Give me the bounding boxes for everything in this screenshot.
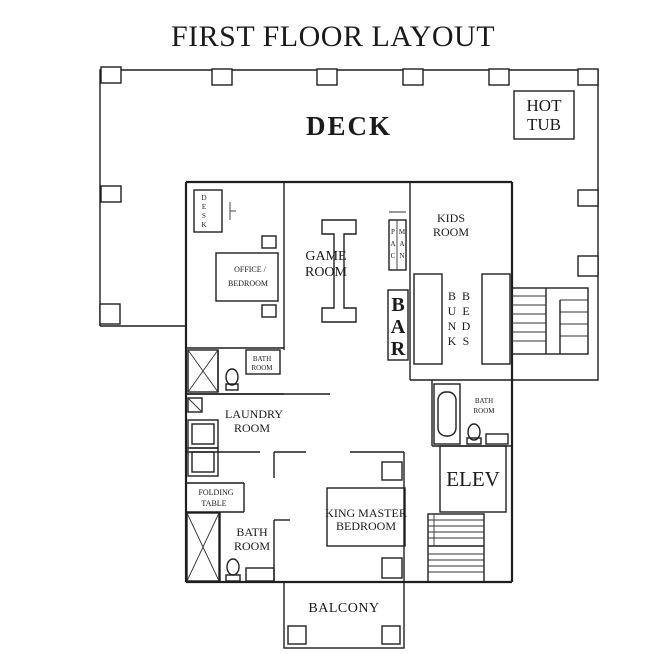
nightstand bbox=[381, 461, 403, 481]
kids-room: KIDS ROOM B U N K B E D S bbox=[413, 211, 511, 365]
bunk-bed bbox=[481, 273, 511, 365]
balcony-post bbox=[287, 625, 307, 645]
game-room-label: GAME bbox=[305, 249, 346, 264]
deck-label: DECK bbox=[306, 111, 392, 141]
desk-letter: K bbox=[201, 221, 206, 229]
toilet bbox=[467, 423, 481, 441]
folding-label: TABLE bbox=[201, 499, 226, 508]
elevator-label: ELEV bbox=[446, 467, 500, 491]
bar bbox=[387, 289, 409, 361]
deck-post bbox=[577, 68, 599, 86]
right-bath: BATH ROOM bbox=[433, 383, 509, 445]
deck-post bbox=[211, 68, 233, 86]
folding-table: FOLDING TABLE bbox=[198, 488, 233, 508]
sofa bbox=[321, 219, 357, 323]
beds-letter: E bbox=[462, 304, 469, 318]
toilet bbox=[226, 558, 240, 576]
office-label: OFFICE / bbox=[234, 265, 267, 274]
bunk-letter: U bbox=[448, 304, 457, 318]
hot-tub-label: HOT bbox=[527, 96, 563, 115]
vanity bbox=[245, 349, 281, 375]
bath-label: ROOM bbox=[234, 539, 270, 553]
bunk-letter: B bbox=[448, 289, 456, 303]
bunk-letter: K bbox=[448, 334, 457, 348]
kids-room-label: KIDS bbox=[437, 211, 465, 225]
folding-label: FOLDING bbox=[198, 488, 233, 497]
pacman-letter: A bbox=[390, 240, 395, 248]
elevator: ELEV bbox=[439, 445, 507, 513]
shower bbox=[186, 512, 220, 582]
upper-bath: BATH ROOM bbox=[187, 349, 281, 393]
king-label: BEDROOM bbox=[336, 519, 396, 533]
kids-room-label: ROOM bbox=[433, 225, 469, 239]
deck-post bbox=[577, 189, 599, 207]
nightstand bbox=[261, 235, 277, 249]
bath-label: BATH bbox=[475, 397, 493, 405]
bar-letter: A bbox=[391, 316, 406, 338]
deck-post bbox=[402, 68, 424, 86]
desk bbox=[193, 189, 223, 233]
king-master-bedroom: KING MASTER BEDROOM bbox=[325, 461, 407, 579]
bathtub bbox=[433, 383, 461, 445]
game-room: GAME ROOM P A C M A N B A R bbox=[305, 211, 409, 361]
laundry-label: ROOM bbox=[234, 421, 270, 435]
deck-post bbox=[488, 68, 510, 86]
office-label: BEDROOM bbox=[228, 279, 268, 288]
laundry-label: LAUNDRY bbox=[225, 407, 283, 421]
vanity bbox=[485, 433, 509, 445]
game-room-label: ROOM bbox=[305, 265, 348, 280]
pacman-letter: N bbox=[399, 252, 404, 260]
balcony: BALCONY bbox=[283, 581, 405, 649]
king-label: KING MASTER bbox=[325, 506, 407, 520]
balcony-post bbox=[381, 625, 401, 645]
hot-tub: HOT TUB bbox=[513, 90, 575, 140]
interior-stairs bbox=[427, 513, 485, 583]
bunk-bed bbox=[413, 273, 443, 365]
hot-tub-label: TUB bbox=[527, 115, 561, 134]
toilet bbox=[225, 368, 239, 386]
pacman-letter: P bbox=[391, 228, 395, 236]
bath-label: BATH bbox=[253, 355, 271, 363]
bath-label: BATH bbox=[236, 525, 268, 539]
bar-letter: B bbox=[391, 294, 404, 316]
desk-letter: E bbox=[202, 203, 206, 211]
bunk-letter: N bbox=[448, 319, 457, 333]
bed bbox=[215, 252, 279, 302]
deck-area: DECK bbox=[99, 66, 599, 381]
utility-box bbox=[187, 397, 203, 413]
laundry-room: LAUNDRY ROOM bbox=[187, 397, 283, 477]
plan-title: FIRST FLOOR LAYOUT bbox=[171, 20, 495, 53]
nightstand bbox=[261, 304, 277, 318]
lower-bath: BATH ROOM bbox=[186, 512, 275, 582]
pacman-letter: A bbox=[399, 240, 404, 248]
beds-letter: D bbox=[462, 319, 471, 333]
desk-letter: S bbox=[202, 212, 206, 220]
deck-post bbox=[316, 68, 338, 86]
pacman-machine bbox=[388, 219, 407, 271]
vanity bbox=[245, 567, 275, 582]
bath-label: ROOM bbox=[251, 364, 273, 372]
pacman-letter: M bbox=[399, 228, 406, 236]
nightstand bbox=[381, 557, 403, 579]
pacman-letter: C bbox=[391, 252, 396, 260]
deck-post bbox=[577, 255, 599, 277]
bath-label: ROOM bbox=[473, 407, 495, 415]
deck-post bbox=[100, 66, 122, 84]
beds-letter: B bbox=[462, 289, 470, 303]
desk-letter: D bbox=[201, 194, 206, 202]
exterior-stairs bbox=[511, 287, 589, 355]
deck-post bbox=[99, 303, 121, 325]
beds-letter: S bbox=[463, 334, 470, 348]
balcony-label: BALCONY bbox=[308, 601, 379, 616]
bed bbox=[326, 487, 406, 547]
office-bedroom: D E S K OFFICE / BEDROOM bbox=[193, 189, 279, 318]
bar-letter: R bbox=[391, 338, 406, 360]
deck-post bbox=[100, 185, 122, 203]
